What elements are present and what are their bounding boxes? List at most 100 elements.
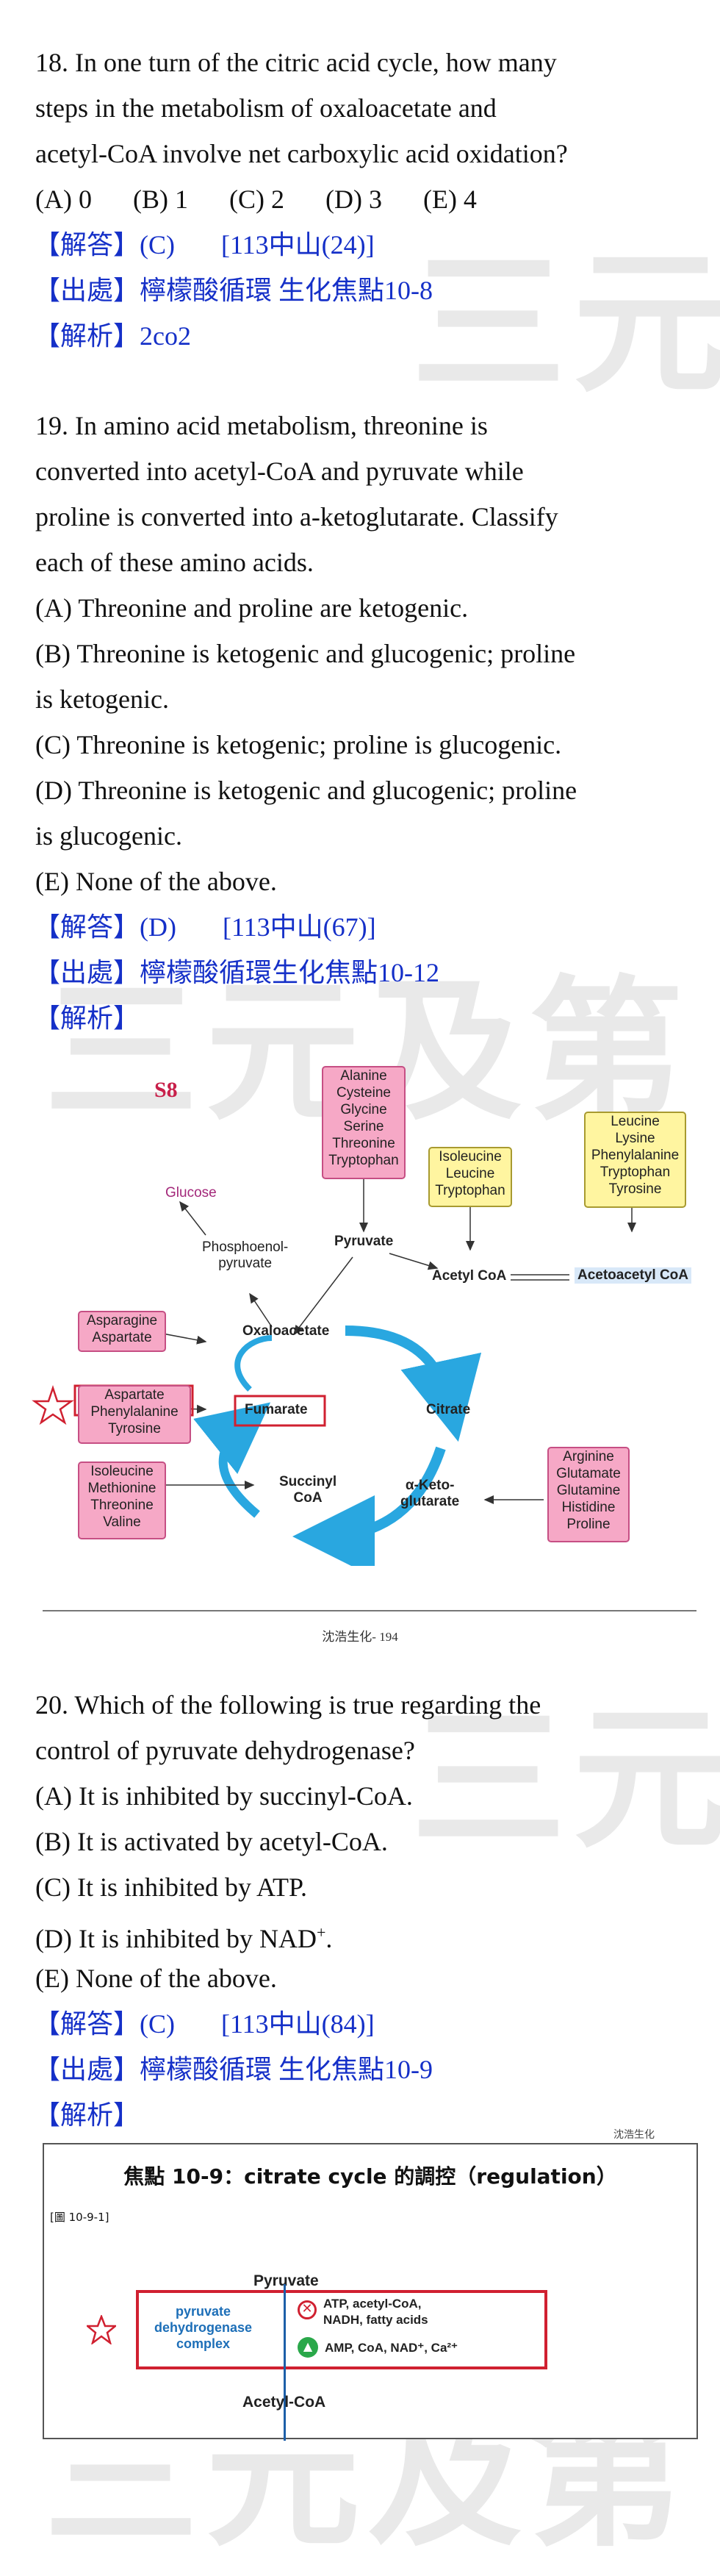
q18-options: (A) 0 (B) 1 (C) 2 (D) 3 (E) 4 — [35, 176, 518, 222]
q18-option-e: (E) 4 — [422, 185, 477, 214]
fumarate-highlight — [234, 1395, 326, 1427]
q20-option-d-end: . — [325, 1924, 333, 1953]
pep-label: Phosphoenol- pyruvate — [202, 1239, 289, 1271]
page-divider — [43, 1610, 696, 1611]
q18-option-a: (A) 0 — [35, 185, 92, 214]
q20-line-2: control of pyruvate dehydrogenase? — [35, 1736, 415, 1765]
cycle-arrow-succinyl — [292, 1446, 446, 1566]
activate-icon: ▲ — [298, 2337, 318, 2358]
q18-line-1: 18. In one turn of the citric acid cycle… — [35, 48, 557, 77]
figure2-source-corner: 沈浩生化 — [613, 2130, 655, 2141]
q18-analysis: 【解析】2co2 — [34, 313, 191, 359]
q20-line-1: 20. Which of the following is true regar… — [35, 1690, 541, 1720]
q19-option-e: (E) None of the above. — [35, 867, 277, 896]
q18-source: 【出處】檸檬酸循環 生化焦點10-8 — [34, 268, 433, 313]
watermark-top: 三元及第 — [411, 234, 720, 414]
source-tag: 【出處】 — [34, 2055, 140, 2084]
succinyl-coa-label: Succinyl CoA — [279, 1474, 337, 1506]
q20-source: 【出處】檸檬酸循環 生化焦點10-9 — [34, 2047, 433, 2092]
pathway-line — [284, 2284, 286, 2441]
source-tag: 【出處】 — [34, 958, 140, 987]
q19-option-a: (A) Threonine and proline are ketogenic. — [35, 593, 469, 623]
q20-option-d-text: (D) It is inhibited by NAD — [35, 1924, 317, 1953]
source-value: 檸檬酸循環生化焦點10-12 — [140, 958, 440, 987]
inhibitors-label: ATP, acetyl-CoA, NADH, fatty acids — [323, 2297, 428, 2327]
answer-ref: [113中山(84)] — [221, 2009, 375, 2039]
q19-answer: 【解答】(D) [113中山(67)] — [34, 904, 376, 950]
star-icon — [87, 2315, 116, 2344]
acetoacetyl-coa-label: Acetoacetyl CoA — [575, 1267, 691, 1284]
figure2-acetyl-coa: Acetyl-CoA — [242, 2394, 326, 2411]
analysis-tag: 【解析】 — [34, 2100, 140, 2130]
q19-option-b-cont: is ketogenic. — [35, 684, 169, 714]
q20-option-d: (D) It is inhibited by NAD+. — [35, 1910, 332, 1961]
answer-value: (D) — [140, 912, 176, 942]
nad-superscript: + — [316, 1923, 326, 1942]
citrate-label: Citrate — [426, 1402, 471, 1417]
pdh-complex-label: pyruvate dehydrogenase complex — [154, 2304, 253, 2351]
pdh-regulation-figure: 焦點 10-9：citrate cycle 的調控（regulation） [圖… — [43, 2143, 698, 2441]
q19-line-2: converted into acetyl-CoA and pyruvate w… — [35, 457, 524, 486]
q19-option-c: (C) Threonine is ketogenic; proline is g… — [35, 730, 562, 759]
watermark-low: 三元及第 — [411, 1689, 720, 1870]
cycle-arrow-fumarate — [193, 1402, 271, 1518]
activators-label: AMP, CoA, NAD⁺, Ca²⁺ — [325, 2341, 458, 2355]
q18-option-c: (C) 2 — [228, 185, 284, 214]
figure2-pyruvate: Pyruvate — [253, 2272, 319, 2289]
oxaloacetate-label: Oxaloacetate — [242, 1323, 330, 1339]
pyruvate-label: Pyruvate — [334, 1234, 394, 1249]
ketogenic-box-2: Leucine Lysine Phenylalanine Tryptophan … — [584, 1112, 686, 1208]
q19-line-3: proline is converted into a-ketoglutarat… — [35, 502, 558, 532]
acetyl-coa-label: Acetyl CoA — [432, 1268, 507, 1284]
fumarate-label: Fumarate — [245, 1402, 308, 1417]
figure2-title: 焦點 10-9：citrate cycle 的調控（regulation） — [123, 2164, 617, 2189]
q20-answer: 【解答】(C) [113中山(84)] — [34, 2001, 375, 2047]
q18-answer: 【解答】(C) [113中山(24)] — [34, 222, 375, 268]
pyruvate-amino-acids-box: Alanine Cysteine Glycine Serine Threonin… — [322, 1066, 406, 1179]
pdh-highlight-box — [136, 2290, 547, 2369]
glucose-label: Glucose — [165, 1185, 217, 1201]
alpha-ketoglutarate-amino-acids-box: Arginine Glutamate Glutamine Histidine P… — [547, 1447, 630, 1542]
document-page: 18. In one turn of the citric acid cycle… — [29, 48, 705, 2441]
q19-analysis: 【解析】 — [34, 995, 140, 1041]
q20-analysis: 【解析】 — [34, 2092, 140, 2138]
q19-line-4: each of these amino acids. — [35, 548, 314, 577]
answer-ref: [113中山(67)] — [223, 912, 376, 942]
ketogenic-box-1: Isoleucine Leucine Tryptophan — [428, 1147, 512, 1207]
q20-option-c: (C) It is inhibited by ATP. — [35, 1872, 308, 1902]
q19-line-1: 19. In amino acid metabolism, threonine … — [35, 411, 488, 440]
page-number: 沈浩生化- 194 — [322, 1630, 398, 1644]
succinyl-coa-amino-acids-box: Isoleucine Methionine Threonine Valine — [78, 1461, 166, 1539]
source-value: 檸檬酸循環 生化焦點10-8 — [140, 276, 433, 305]
q20-option-b: (B) It is activated by acetyl-CoA. — [35, 1827, 388, 1856]
analysis-value: 2co2 — [140, 321, 191, 351]
q18-option-d: (D) 3 — [325, 185, 382, 214]
q18-line-3: acetyl-CoA involve net carboxylic acid o… — [35, 139, 568, 168]
cycle-arrow-citrate — [345, 1325, 482, 1442]
alpha-ketoglutarate-label: α-Keto- glutarate — [400, 1478, 460, 1509]
inhibit-icon: ✕ — [298, 2300, 317, 2319]
cycle-arrow-oxaloacetate — [234, 1335, 273, 1392]
answer-tag: 【解答】 — [34, 912, 140, 942]
q19-option-d-cont: is glucogenic. — [35, 821, 182, 851]
answer-value: (C) — [140, 230, 176, 260]
figure-label: S8 — [154, 1078, 178, 1102]
fumarate-amino-acids-box: Aspartate Phenylalanine Tyrosine — [78, 1385, 191, 1444]
analysis-tag: 【解析】 — [34, 1003, 140, 1033]
answer-tag: 【解答】 — [34, 230, 140, 260]
analysis-tag: 【解析】 — [34, 321, 140, 351]
q19-source: 【出處】檸檬酸循環生化焦點10-12 — [34, 950, 439, 995]
q18-line-2: steps in the metabolism of oxaloacetate … — [35, 93, 497, 123]
amino-acid-fate-diagram: S8 Alanine Cysteine Glycine Serine Threo… — [29, 1066, 705, 1566]
star-icon — [32, 1385, 74, 1425]
source-value: 檸檬酸循環 生化焦點10-9 — [140, 2055, 433, 2084]
q19-option-b: (B) Threonine is ketogenic and glucogeni… — [35, 639, 576, 668]
q20-option-e: (E) None of the above. — [35, 1964, 277, 1993]
source-tag: 【出處】 — [34, 276, 140, 305]
figure2-ref: [圖 10-9-1] — [50, 2211, 109, 2224]
answer-ref: [113中山(24)] — [221, 230, 375, 260]
q18-option-b: (B) 1 — [132, 185, 188, 214]
oxaloacetate-amino-acids-box: Asparagine Aspartate — [78, 1311, 166, 1352]
q19-option-d: (D) Threonine is ketogenic and glucogeni… — [35, 776, 577, 805]
answer-value: (C) — [140, 2009, 176, 2039]
